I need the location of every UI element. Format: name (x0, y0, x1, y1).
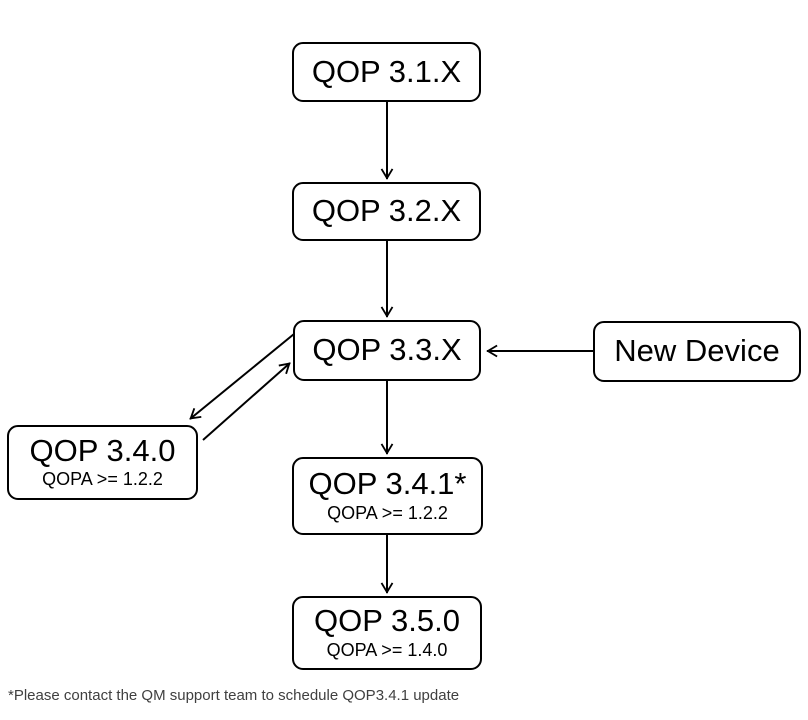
node-label: QOP 3.4.0 (29, 432, 176, 468)
node-requirement: QOPA >= 1.2.2 (42, 469, 163, 490)
footnote: *Please contact the QM support team to s… (8, 687, 460, 704)
node-new-device: New Device (593, 321, 801, 382)
node-qop-3-5-0: QOP 3.5.0 QOPA >= 1.4.0 (292, 596, 482, 670)
node-label: QOP 3.5.0 (314, 603, 460, 639)
node-label: QOP 3.2.X (311, 193, 462, 229)
node-qop-3-4-1: QOP 3.4.1* QOPA >= 1.2.2 (292, 457, 483, 535)
node-qop-3-1-x: QOP 3.1.X (292, 42, 481, 102)
node-label: QOP 3.1.X (311, 53, 462, 89)
node-qop-3-2-x: QOP 3.2.X (292, 182, 481, 241)
arrow-qop340-to-qop33x (202, 362, 291, 441)
node-label: New Device (614, 333, 780, 369)
node-label: QOP 3.3.X (312, 332, 462, 368)
node-label: QOP 3.4.1* (308, 466, 467, 502)
node-requirement: QOPA >= 1.4.0 (326, 639, 448, 660)
arrow-qop33x-to-qop340 (189, 333, 295, 420)
node-qop-3-4-0: QOP 3.4.0 QOPA >= 1.2.2 (7, 425, 198, 500)
node-qop-3-3-x: QOP 3.3.X (293, 320, 481, 381)
node-requirement: QOPA >= 1.2.2 (327, 502, 448, 523)
